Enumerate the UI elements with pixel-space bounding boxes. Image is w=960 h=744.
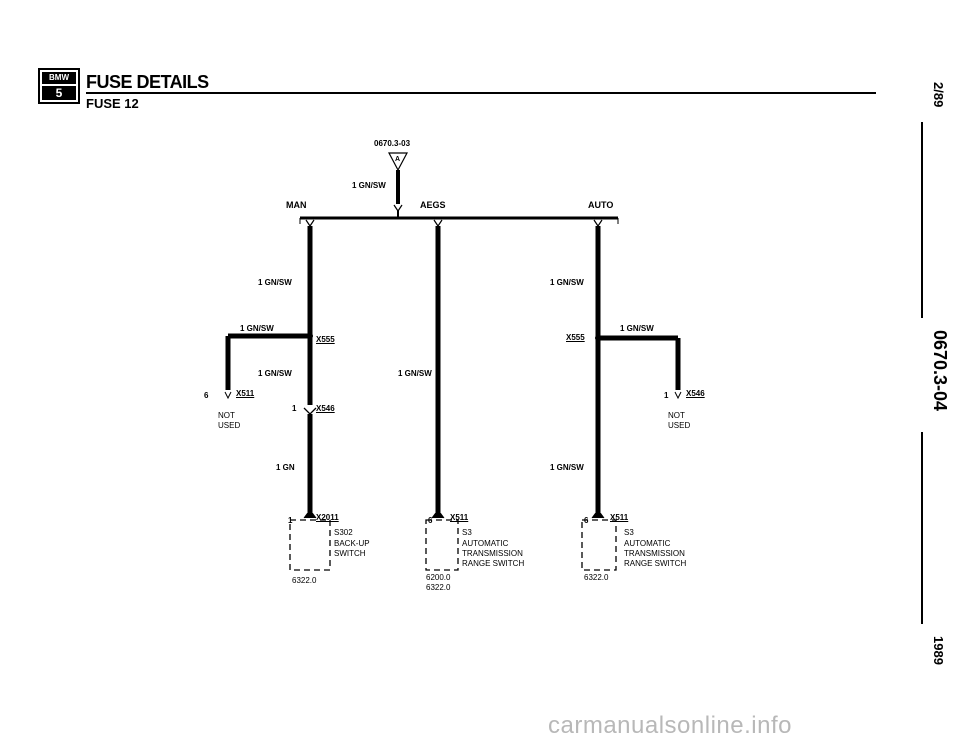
auto-ref-1: 6322.0 — [584, 573, 609, 582]
aegs-branch — [425, 219, 459, 571]
source-wire-label: 1 GN/SW — [352, 181, 386, 190]
aegs-component-name-3: RANGE SWITCH — [462, 559, 525, 568]
man-component-connector: X2011 — [316, 513, 339, 522]
header-rule — [86, 92, 876, 94]
man-component-name-2: SWITCH — [334, 549, 366, 558]
man-branch-note-1: NOT — [218, 411, 235, 420]
man-component-id: S302 — [334, 528, 353, 537]
auto-component-id: S3 — [624, 528, 634, 537]
aegs-component-name-1: AUTOMATIC — [462, 539, 509, 548]
auto-branch-wire: 1 GN/SW — [620, 324, 654, 333]
bus-label-auto: AUTO — [588, 200, 614, 210]
man-branch-pin: 6 — [204, 391, 209, 400]
auto-component-name-2: TRANSMISSION — [624, 549, 685, 558]
aegs-component-name-2: TRANSMISSION — [462, 549, 523, 558]
auto-component-connector: X511 — [610, 513, 629, 522]
man-connector-label: X546 — [316, 404, 335, 413]
auto-component-name-1: AUTOMATIC — [624, 539, 671, 548]
man-ref-1: 6322.0 — [292, 576, 317, 585]
logo-series: 5 — [42, 86, 76, 100]
man-component-pin: 1 — [288, 516, 293, 525]
man-branch-note-2: USED — [218, 421, 241, 430]
aegs-wire: 1 GN/SW — [398, 369, 432, 378]
auto-component-name-3: RANGE SWITCH — [624, 559, 687, 568]
auto-branch-note-2: USED — [668, 421, 691, 430]
aegs-component-id: S3 — [462, 528, 472, 537]
page-title: FUSE DETAILS — [86, 72, 209, 92]
aegs-component-connector: X511 — [450, 513, 469, 522]
aegs-component-pin: 6 — [428, 516, 433, 525]
side-rule-bottom — [921, 432, 923, 624]
man-branch-connector: X511 — [236, 389, 255, 398]
bus-label-man: MAN — [286, 200, 307, 210]
bmw-5-series-logo: BMW 5 — [38, 68, 80, 104]
aegs-ref-2: 6322.0 — [426, 583, 451, 592]
aegs-ref-1: 6200.0 — [426, 573, 451, 582]
auto-wire-top: 1 GN/SW — [550, 278, 584, 287]
auto-component-pin: 6 — [584, 516, 589, 525]
watermark: carmanualsonline.info — [548, 712, 792, 739]
bus-label-aegs: AEGS — [420, 200, 446, 210]
man-wire-low: 1 GN — [276, 463, 295, 472]
man-wire-top: 1 GN/SW — [258, 278, 292, 287]
logo-brand: BMW — [42, 72, 76, 84]
man-branch-wire: 1 GN/SW — [240, 324, 274, 333]
man-splice-label: X555 — [316, 335, 335, 344]
auto-wire-low: 1 GN/SW — [550, 463, 584, 472]
auto-branch-connector: X546 — [686, 389, 705, 398]
source-connector-label: A — [395, 156, 401, 163]
man-branch — [224, 219, 331, 571]
auto-branch — [581, 219, 682, 571]
man-connector-pin: 1 — [292, 404, 297, 413]
source-ref: 0670.3-03 — [374, 139, 411, 148]
page-subtitle: FUSE 12 — [86, 96, 139, 111]
side-rule-top — [921, 122, 923, 318]
man-wire-mid: 1 GN/SW — [258, 369, 292, 378]
auto-branch-pin: 1 — [664, 391, 669, 400]
auto-branch-note-1: NOT — [668, 411, 685, 420]
auto-splice-label: X555 — [566, 333, 585, 342]
man-component-name-1: BACK-UP — [334, 539, 370, 548]
